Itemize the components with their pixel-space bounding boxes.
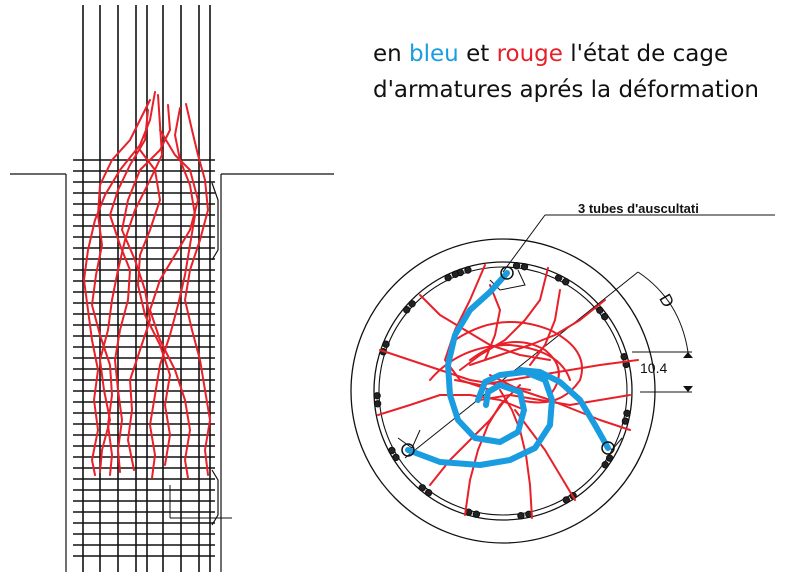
rebar-dot — [388, 446, 396, 455]
blue-tube-3 — [517, 367, 611, 451]
caption-prefix: en — [373, 41, 410, 67]
rebar-dot — [403, 306, 411, 314]
diameter-arc — [637, 271, 689, 353]
rebar-dot — [373, 400, 382, 408]
side-detail-top — [211, 182, 219, 261]
deformed-bars-elevation — [83, 91, 211, 479]
tube-marker-right — [601, 441, 615, 455]
rebar-dot — [408, 300, 416, 308]
red-bar-6 — [109, 109, 149, 473]
red-sec-3 — [419, 294, 551, 361]
rebar-dot — [444, 273, 452, 282]
cage-ring-inner — [378, 266, 628, 516]
rebar-dots — [373, 262, 631, 520]
outer-circle — [350, 238, 656, 544]
red-bar-3 — [121, 104, 171, 471]
red-bar-4 — [149, 107, 196, 479]
red-sec-13 — [429, 399, 506, 486]
elevation-view — [10, 5, 334, 572]
blue-tube-2 — [405, 369, 555, 468]
rebar-dot — [373, 392, 381, 400]
rebar-dot — [424, 489, 433, 497]
diameter-label: D — [655, 291, 678, 311]
red-bar-5 — [184, 103, 211, 476]
rebar-dot — [562, 278, 570, 286]
rebar-dot — [464, 266, 472, 274]
rebar-dot — [418, 484, 426, 492]
red-sec-1 — [444, 264, 491, 391]
tubes-callout-label: 3 tubes d'auscultati — [578, 201, 699, 216]
cross-section-view — [350, 214, 775, 544]
callout-leader — [502, 214, 546, 273]
tube-marker-left — [401, 443, 415, 457]
rebar-dot — [623, 409, 631, 417]
rebar-dot — [382, 340, 390, 348]
deformed-bars-section — [377, 264, 639, 519]
rebar-dot — [472, 510, 481, 518]
red-bar-9 — [91, 99, 151, 476]
arrow-bottom — [683, 386, 693, 392]
cage-ring-outer — [373, 261, 633, 521]
rebar-dot — [517, 512, 525, 520]
red-sec-14 — [454, 321, 583, 404]
caption: en bleu et rouge l'état de cage d'armatu… — [373, 36, 759, 108]
rebar-dot — [562, 496, 570, 504]
red-sec-12 — [514, 409, 576, 501]
red-sec-18 — [529, 289, 561, 366]
rebar-dot — [621, 417, 630, 425]
rebar-dot — [554, 274, 563, 282]
caption-suffix: l'état de cage — [562, 41, 729, 67]
tube-markers — [401, 266, 615, 457]
rebar-dot — [512, 262, 521, 270]
caption-word-et: et — [458, 41, 497, 67]
deformed-tubes — [405, 270, 611, 468]
rebar-dot — [620, 353, 628, 361]
rebar-dot — [605, 454, 614, 462]
rebar-dot — [451, 270, 460, 278]
red-bar-1 — [83, 91, 156, 476]
longitudinal-bars — [82, 5, 211, 572]
blue-tube-1 — [445, 270, 527, 445]
side-detail-bottom — [211, 469, 219, 526]
rebar-dot — [596, 306, 604, 314]
rebar-dot — [520, 263, 529, 271]
rebar-dot — [601, 312, 609, 321]
tube-bracket-left — [397, 429, 421, 449]
red-sec-17 — [484, 284, 501, 361]
rebar-dot — [392, 453, 400, 462]
tube-marker-top — [500, 266, 514, 280]
red-sec-2 — [459, 267, 549, 371]
cover-label: 10.4 — [640, 360, 667, 376]
caption-word-red: rouge — [496, 41, 563, 67]
red-sec-4 — [469, 299, 606, 366]
caption-line-1: en bleu et rouge l'état de cage — [373, 36, 759, 72]
rebar-dot — [601, 461, 609, 469]
red-sec-11 — [499, 389, 533, 519]
diameter-dim-line — [404, 271, 639, 459]
caption-line-2: d'armatures aprés la déformation — [373, 77, 759, 103]
red-bar-8 — [137, 149, 171, 466]
red-bar-7 — [149, 129, 199, 479]
caption-word-blue: bleu — [409, 41, 459, 67]
arrow-top — [683, 352, 693, 358]
hoop-bars — [73, 159, 215, 557]
